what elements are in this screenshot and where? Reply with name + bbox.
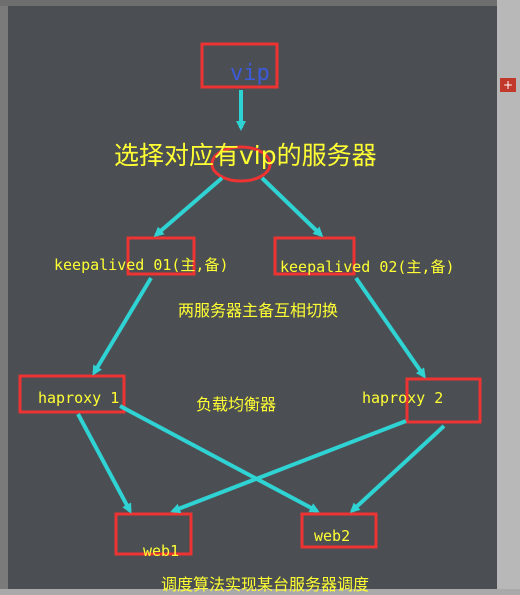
web1-label: web1 bbox=[143, 542, 180, 560]
keepalived-1-box bbox=[126, 236, 196, 276]
background-top-strip bbox=[0, 0, 520, 6]
arrow-to-keepalived-2 bbox=[260, 176, 324, 238]
arrow-haproxy-2-to-web2 bbox=[349, 424, 446, 514]
vip-label: vip bbox=[230, 61, 270, 86]
keepalived-2-box bbox=[273, 236, 356, 276]
arrow-to-haproxy-2 bbox=[354, 276, 426, 379]
background-left-strip bbox=[0, 6, 8, 589]
diagram-canvas: vip 选择对应有vip的服务器 keepalived 01(主,备) keep… bbox=[8, 6, 497, 594]
keepalived-2-label: keepalived 02(主,备) bbox=[280, 258, 455, 276]
load-balancer-label: 负载均衡器 bbox=[196, 395, 277, 414]
arrow-to-haproxy-1 bbox=[92, 276, 153, 376]
arrow-haproxy-2-to-web1 bbox=[170, 419, 407, 514]
haproxy-2-label: haproxy 2 bbox=[362, 389, 444, 407]
plus-badge-icon[interactable]: + bbox=[500, 78, 516, 92]
haproxy-1-label: haproxy 1 bbox=[38, 389, 120, 407]
choose-server-label: 选择对应有vip的服务器 bbox=[114, 141, 377, 170]
switch-note: 两服务器主备互相切换 bbox=[178, 301, 339, 320]
web2-box bbox=[300, 512, 378, 549]
choose-circle bbox=[210, 145, 272, 183]
haproxy-1-box bbox=[18, 374, 126, 414]
arrow-haproxy-1-to-web2 bbox=[119, 404, 320, 513]
web2-label: web2 bbox=[314, 527, 351, 545]
arrow-to-keepalived-1 bbox=[153, 176, 224, 237]
vip-box bbox=[200, 42, 279, 89]
arrow-haproxy-1-to-web1 bbox=[76, 413, 132, 514]
keepalived-1-label: keepalived 01(主,备) bbox=[54, 256, 229, 274]
web1-box bbox=[114, 512, 193, 556]
haproxy-2-box bbox=[405, 377, 482, 424]
diagram-svg bbox=[18, 42, 482, 556]
background-right-strip bbox=[497, 0, 520, 589]
schedule-note: 调度算法实现某台服务器调度 bbox=[161, 575, 370, 594]
